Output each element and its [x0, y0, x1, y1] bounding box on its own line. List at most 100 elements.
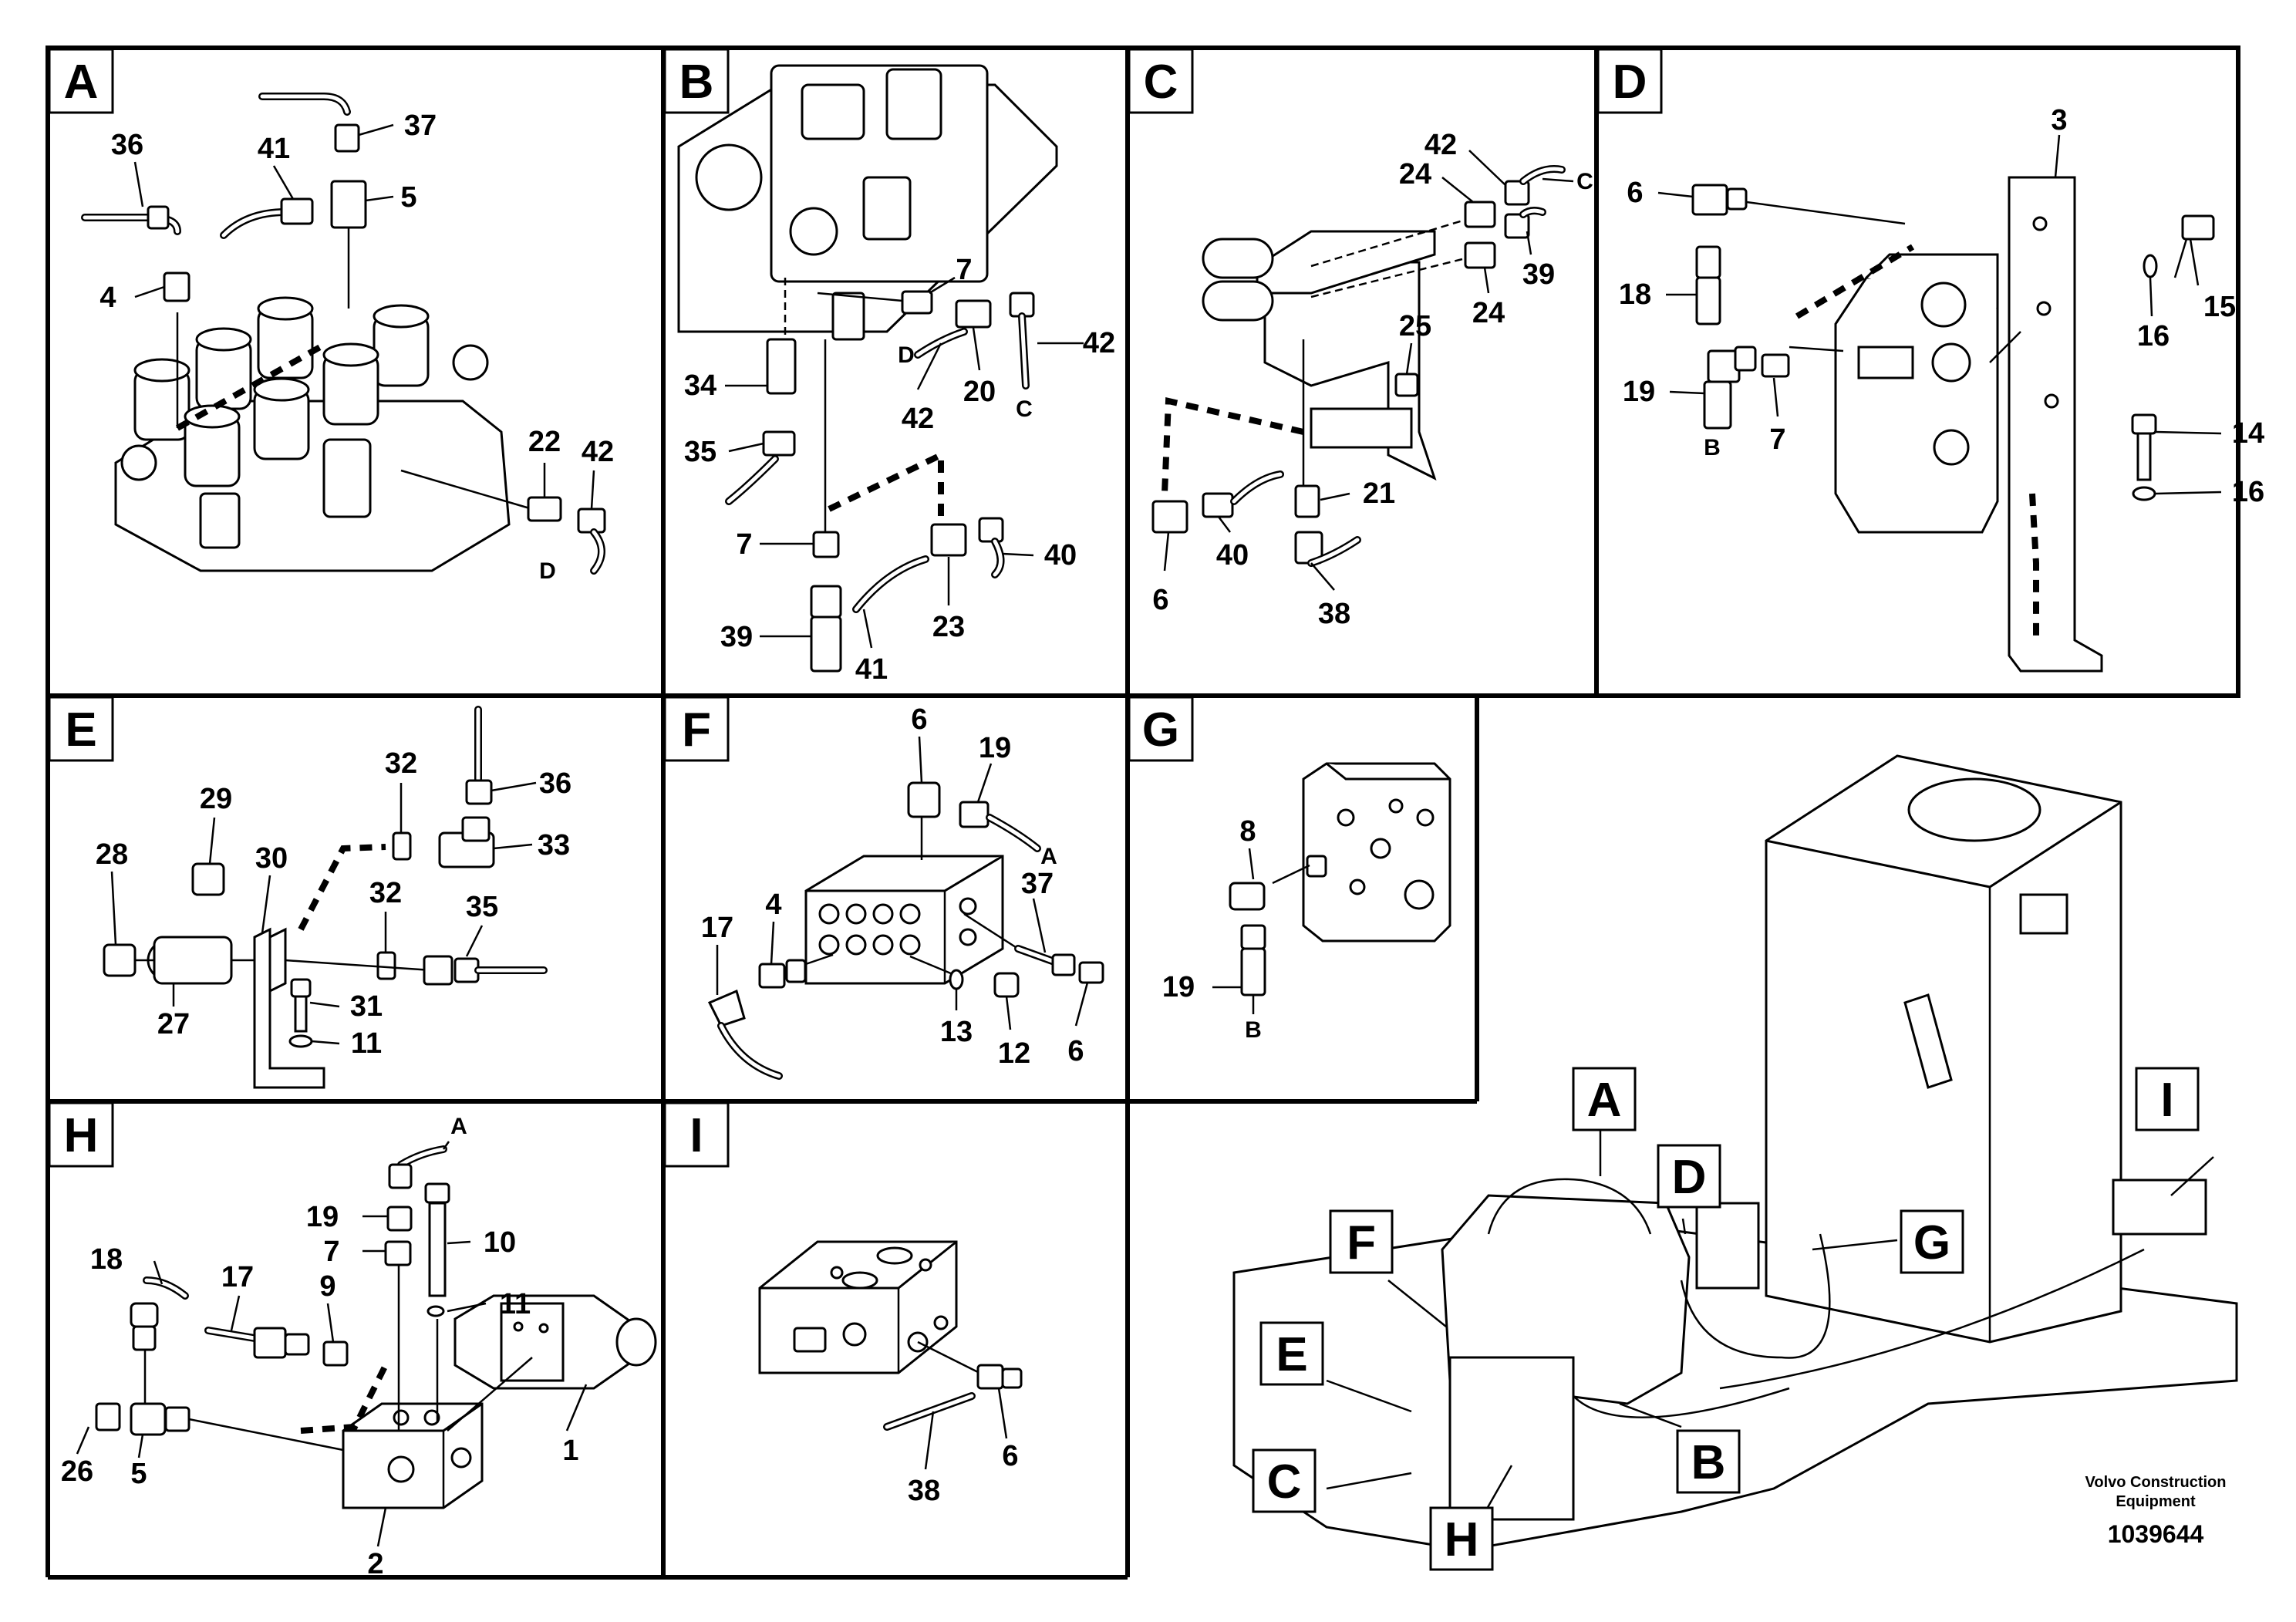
callout-28: 28 — [96, 838, 128, 871]
overview-callout-c: C — [1252, 1448, 1317, 1513]
panel-f-drawing — [707, 736, 1104, 1080]
callout-d-7: 7 — [1769, 423, 1785, 456]
brand-line-2: Equipment — [2116, 1493, 2196, 1510]
callout-35: 35 — [684, 436, 716, 468]
svg-text:H: H — [1445, 1513, 1479, 1566]
svg-text:E: E — [65, 703, 96, 757]
overview-callout-a: A — [1572, 1067, 1637, 1131]
panel-i-drawing — [758, 1240, 1023, 1470]
panel-letter-c: C — [1128, 48, 1194, 114]
callout-d-16-bottom: 16 — [2232, 476, 2264, 508]
callout-d-b: B — [1704, 435, 1721, 460]
svg-text:H: H — [64, 1109, 99, 1162]
svg-text:D: D — [1672, 1151, 1707, 1204]
svg-text:A: A — [1587, 1074, 1622, 1127]
callout-3: 3 — [2051, 104, 2067, 137]
svg-text:I: I — [689, 1109, 703, 1162]
callout-h-7: 7 — [323, 1236, 339, 1268]
callout-d-6: 6 — [1627, 177, 1643, 209]
callout-2: 2 — [367, 1548, 383, 1580]
callout-10: 10 — [484, 1226, 516, 1259]
overview-callout-f: F — [1329, 1209, 1394, 1274]
panel-letter-b: B — [663, 48, 730, 114]
panel-letter-i: I — [663, 1101, 730, 1168]
callout-d: D — [539, 558, 556, 584]
callout-h-18: 18 — [90, 1243, 123, 1276]
panel-letter-g: G — [1128, 696, 1194, 762]
callout-14: 14 — [2232, 417, 2264, 450]
callout-h-19: 19 — [306, 1201, 339, 1233]
svg-text:B: B — [679, 56, 714, 109]
callout-8: 8 — [1239, 815, 1256, 848]
svg-text:G: G — [1142, 703, 1179, 757]
callout-17: 17 — [701, 912, 733, 944]
callout-5: 5 — [400, 181, 416, 214]
callout-f-4: 4 — [765, 889, 781, 921]
callout-b-41: 41 — [855, 653, 888, 686]
callout-f-6-top: 6 — [911, 703, 927, 736]
callout-i-38: 38 — [908, 1475, 940, 1507]
panel-c-drawing — [1151, 150, 1574, 591]
callout-c-24-top: 24 — [1399, 158, 1431, 191]
svg-text:E: E — [1276, 1328, 1307, 1381]
callout-h-17: 17 — [221, 1261, 254, 1293]
callout-26: 26 — [61, 1455, 93, 1488]
svg-text:A: A — [64, 56, 99, 109]
callout-e-35: 35 — [466, 891, 498, 923]
callout-g-b: B — [1245, 1017, 1262, 1043]
panel-g-drawing — [1212, 762, 1451, 1014]
callout-e-11: 11 — [351, 1027, 382, 1060]
document-number: 1039644 — [2108, 1520, 2204, 1548]
svg-text:F: F — [682, 703, 711, 757]
callout-c-39: 39 — [1522, 258, 1555, 291]
svg-text:C: C — [1144, 56, 1178, 109]
svg-text:I: I — [2160, 1074, 2173, 1127]
callout-b-c: C — [1016, 396, 1033, 422]
callout-21: 21 — [1363, 477, 1395, 510]
callout-33: 33 — [538, 829, 570, 862]
overview-callout-e: E — [1259, 1321, 1324, 1386]
callout-h-11: 11 — [500, 1288, 531, 1320]
callout-9: 9 — [319, 1270, 335, 1303]
panel-d-drawing — [1657, 134, 2222, 673]
panel-b-drawing — [677, 64, 1084, 673]
callout-34: 34 — [684, 369, 716, 402]
brand-line-1: Volvo Construction — [2085, 1474, 2227, 1491]
panel-h-drawing — [76, 1141, 657, 1547]
callout-e-32-bottom: 32 — [369, 877, 402, 909]
callout-15: 15 — [2203, 291, 2236, 323]
callout-23: 23 — [932, 611, 965, 643]
panel-letter-f: F — [663, 696, 730, 762]
overview-callout-b: B — [1676, 1429, 1741, 1494]
callout-20: 20 — [963, 376, 996, 408]
callout-4: 4 — [99, 282, 116, 314]
panel-a-drawing — [81, 93, 606, 575]
callout-1: 1 — [562, 1435, 578, 1467]
callout-d-16-top: 16 — [2137, 320, 2170, 352]
callout-c-24-bottom: 24 — [1472, 297, 1505, 329]
panel-frames — [46, 46, 2240, 1580]
callout-f-6-bottom: 6 — [1067, 1035, 1084, 1067]
callout-27: 27 — [157, 1008, 190, 1040]
callout-c-6: 6 — [1152, 584, 1168, 616]
overview-callout-h: H — [1429, 1506, 1494, 1571]
callout-f-37: 37 — [1021, 868, 1054, 900]
overview-callout-i: I — [2135, 1067, 2200, 1131]
callout-b-42-mid: 42 — [902, 403, 934, 435]
callout-f-a: A — [1040, 844, 1057, 869]
callout-31: 31 — [350, 990, 383, 1023]
callout-b-40: 40 — [1044, 539, 1077, 572]
panel-letter-h: H — [48, 1101, 114, 1168]
svg-text:F: F — [1347, 1216, 1376, 1270]
svg-text:C: C — [1267, 1455, 1302, 1509]
callout-c-c: C — [1576, 169, 1593, 194]
panel-letter-e: E — [48, 696, 114, 762]
svg-text:D: D — [1613, 56, 1647, 109]
callout-c-40: 40 — [1216, 539, 1249, 572]
callout-30: 30 — [255, 842, 288, 875]
callout-d-18: 18 — [1619, 278, 1651, 311]
callout-c-42: 42 — [1424, 129, 1457, 161]
callout-41: 41 — [258, 133, 290, 165]
callout-36: 36 — [111, 129, 143, 161]
callout-12: 12 — [998, 1037, 1030, 1070]
